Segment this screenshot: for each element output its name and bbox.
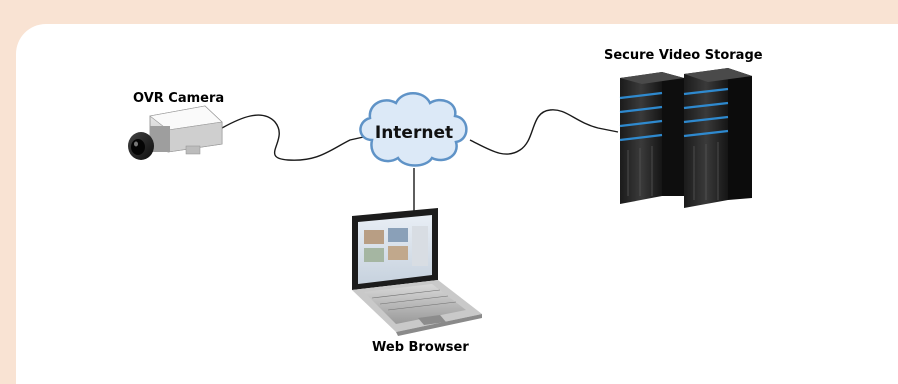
cable-camera-internet <box>221 114 369 161</box>
cable-internet-storage <box>469 109 619 155</box>
camera-label: OVR Camera <box>133 91 225 106</box>
diagram-graphics <box>128 68 752 336</box>
server-rack-icon <box>619 68 752 208</box>
browser-label: Web Browser <box>372 340 469 355</box>
internet-label: Internet <box>374 123 454 143</box>
camera-icon <box>128 105 223 160</box>
storage-label: Secure Video Storage <box>604 48 763 63</box>
laptop-icon <box>352 208 482 336</box>
diagram-canvas: OVR Camera Secure Video Storage Web Brow… <box>16 24 898 384</box>
cloud-icon <box>359 92 468 167</box>
